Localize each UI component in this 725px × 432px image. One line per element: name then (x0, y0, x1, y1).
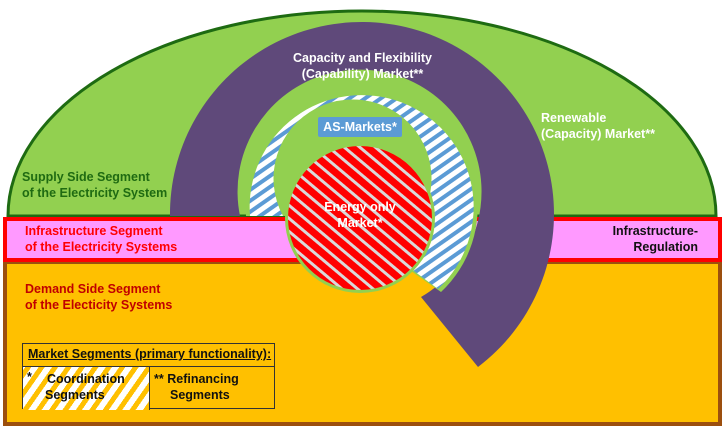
legend-item-coordination: * Coordination Segments (23, 367, 150, 410)
infrastructure-regulation-line1: Infrastructure- (612, 224, 698, 238)
as-markets-label-box (318, 117, 402, 137)
energy-only-market-circle (288, 146, 432, 290)
renewable-market-label-line1: Renewable (541, 111, 607, 125)
infrastructure-regulation-line2: Regulation (633, 240, 698, 254)
renewable-market-label-line2: (Capacity) Market** (541, 127, 655, 141)
legend-item-refinancing: ** Refinancing Segments (150, 367, 274, 410)
infrastructure-label: Infrastructure Segment of the Electricit… (25, 223, 177, 255)
renewable-market-label: Renewable (Capacity) Market** (541, 110, 655, 142)
legend: Market Segments (primary functionality):… (22, 343, 275, 410)
infrastructure-label-line1: Infrastructure Segment (25, 224, 163, 238)
energy-only-label-line2: Market* (337, 216, 383, 230)
supply-side-label-line1: Supply Side Segment (22, 170, 150, 184)
energy-only-label-line1: Energy only (324, 200, 396, 214)
supply-side-label: Supply Side Segment of the Electricity S… (22, 169, 167, 201)
legend-marker: * (27, 370, 32, 384)
legend-item-label-line2: Segments (45, 388, 105, 402)
infrastructure-label-line2: of the Electricity Systems (25, 240, 178, 254)
infrastructure-regulation-label: Infrastructure- Regulation (580, 223, 698, 255)
legend-item-label-line1: Refinancing (167, 372, 239, 386)
legend-title: Market Segments (primary functionality): (23, 344, 274, 367)
capacity-market-label: Capacity and Flexibility (Capability) Ma… (290, 50, 435, 82)
legend-item-label-line2: Segments (170, 388, 230, 402)
demand-side-label: Demand Side Segment of the Electicity Sy… (25, 281, 172, 313)
supply-side-label-line2: of the Electricity System (22, 186, 168, 200)
capacity-market-label-line2: (Capability) Market** (301, 67, 424, 81)
capacity-market-label-line1: Capacity and Flexibility (293, 51, 432, 65)
legend-item-label-line1: Coordination (47, 372, 125, 386)
capacity-flexibility-market-arc (169, 22, 554, 367)
as-markets-label: AS-Markets* (323, 120, 397, 134)
demand-side-label-line2: of the Electicity Systems (25, 298, 173, 312)
energy-only-market-label: Energy only Market* (310, 199, 410, 231)
legend-row: * Coordination Segments ** Refinancing S… (23, 367, 274, 410)
demand-side-label-line1: Demand Side Segment (25, 282, 161, 296)
legend-marker: ** (154, 372, 164, 386)
